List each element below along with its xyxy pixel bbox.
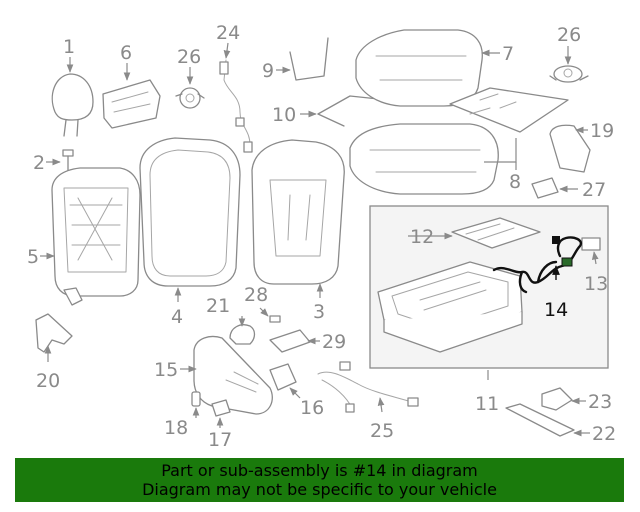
part-8-heater-mat [449,87,569,133]
parts-diagram: 1 2 5 6 26 24 4 [27,22,616,451]
part-28-clip [269,315,281,323]
callout-27: 27 [582,179,606,201]
callout-2: 2 [33,152,45,174]
part-8-cushion-pad [349,123,499,195]
callout-16: 16 [300,397,324,419]
callout-22: 22 [592,423,616,445]
part-17-switch-knob [211,399,231,417]
callout-13: 13 [584,273,608,295]
callout-21: 21 [206,295,230,317]
callout-12: 12 [410,226,434,248]
callout-7: 7 [502,43,514,65]
part-4-seatback-pad [139,137,241,287]
part-20-bracket [35,313,73,353]
part-5-seatback-frame [51,167,141,306]
callout-1: 1 [63,36,75,58]
part-29-bracket [269,329,311,353]
callout-6: 6 [120,42,132,64]
part-27-clip [531,177,559,199]
part-22-trim-strip [505,403,575,437]
callout-20: 20 [36,370,60,392]
callout-11: 11 [475,393,499,415]
callout-10: 10 [272,104,296,126]
callout-18: 18 [164,417,188,439]
callout-4: 4 [171,306,183,328]
callout-28: 28 [244,284,268,306]
inset-box-11 [369,205,609,369]
callout-29: 29 [322,331,346,353]
callout-17: 17 [208,429,232,451]
callout-8: 8 [509,171,521,193]
part-21-cable-guide [229,324,256,345]
callout-26-left: 26 [177,46,201,68]
callout-14: 14 [544,299,568,321]
part-9-rod [289,37,329,81]
part-24-wire [219,59,253,153]
part-19-side-trim [549,124,591,173]
callout-24: 24 [216,22,240,44]
part-26-motor-right [549,65,589,83]
callout-9: 9 [262,60,274,82]
banner-line-2: Diagram may not be specific to your vehi… [142,480,497,499]
part-3-seatback-cover [251,139,345,285]
banner-line-1: Part or sub-assembly is #14 in diagram [161,461,478,480]
callout-5: 5 [27,246,39,268]
part-16-switch [269,363,297,391]
callout-26-right: 26 [557,24,581,46]
part-6-bracket [102,79,161,129]
part-7-cushion-cover [355,29,483,107]
callout-19: 19 [590,120,614,142]
part-25-wiring [317,361,419,413]
part-23-clip [541,387,573,411]
part-1-headrest [51,73,94,137]
callout-25: 25 [370,420,394,442]
callout-3: 3 [313,301,325,323]
callout-23: 23 [588,391,612,413]
callout-15: 15 [154,359,178,381]
part-14-wire-harness [492,236,583,294]
part-26-motor-left [175,87,205,109]
part-18-button [191,391,201,407]
info-banner: Part or sub-assembly is #14 in diagram D… [15,458,624,502]
part-15-side-shield [193,335,273,415]
